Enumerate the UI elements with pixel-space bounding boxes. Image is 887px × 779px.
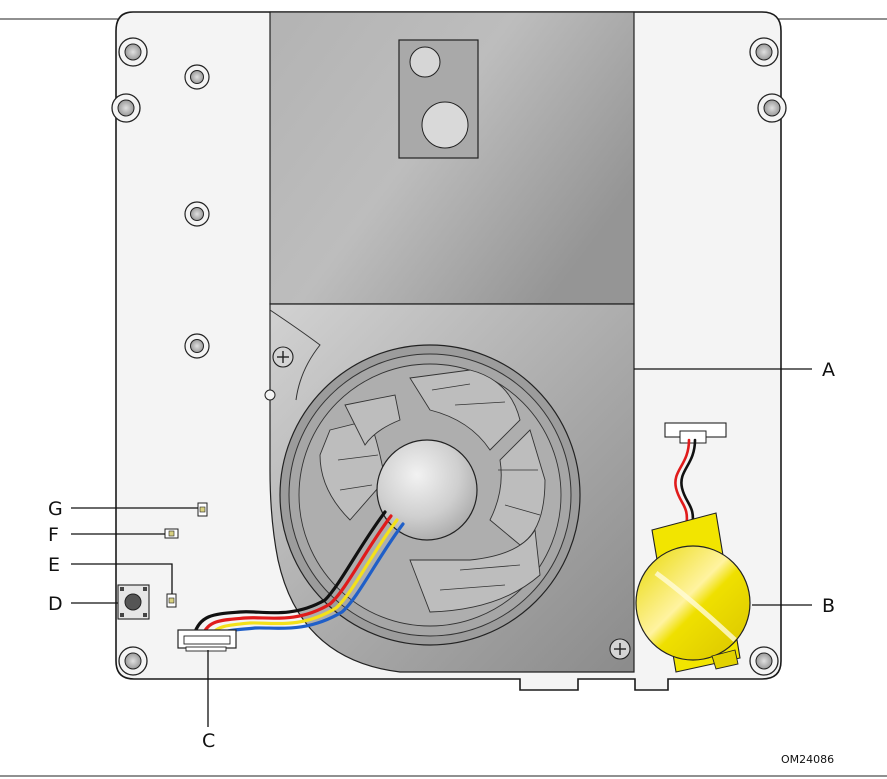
mounting-hole-icon <box>185 65 209 89</box>
figure-id-label: OM24086 <box>781 753 834 766</box>
led-icon <box>167 594 176 607</box>
led-icon <box>198 503 207 516</box>
callout-c-label: C <box>202 730 215 752</box>
fan-heatsink-assembly <box>265 12 634 672</box>
screw-icon <box>610 639 630 659</box>
callout-b-label: B <box>822 595 835 617</box>
mounting-hole-icon <box>750 647 778 675</box>
mounting-hole-icon <box>185 334 209 358</box>
callout-d-label: D <box>48 593 63 615</box>
screw-icon <box>273 347 293 367</box>
mounting-hole-icon <box>758 94 786 122</box>
mounting-hole-icon <box>119 647 147 675</box>
mounting-hole-icon <box>750 38 778 66</box>
callout-g-label: G <box>48 498 63 520</box>
push-button-icon <box>118 585 149 619</box>
mounting-hole-icon <box>185 202 209 226</box>
callout-a-label: A <box>822 359 835 381</box>
led-icon <box>165 529 178 538</box>
mounting-hole-icon <box>119 38 147 66</box>
callout-f-label: F <box>48 524 59 546</box>
connector-icon <box>178 630 236 651</box>
mounting-hole-icon <box>112 94 140 122</box>
callout-e-label: E <box>48 554 60 576</box>
